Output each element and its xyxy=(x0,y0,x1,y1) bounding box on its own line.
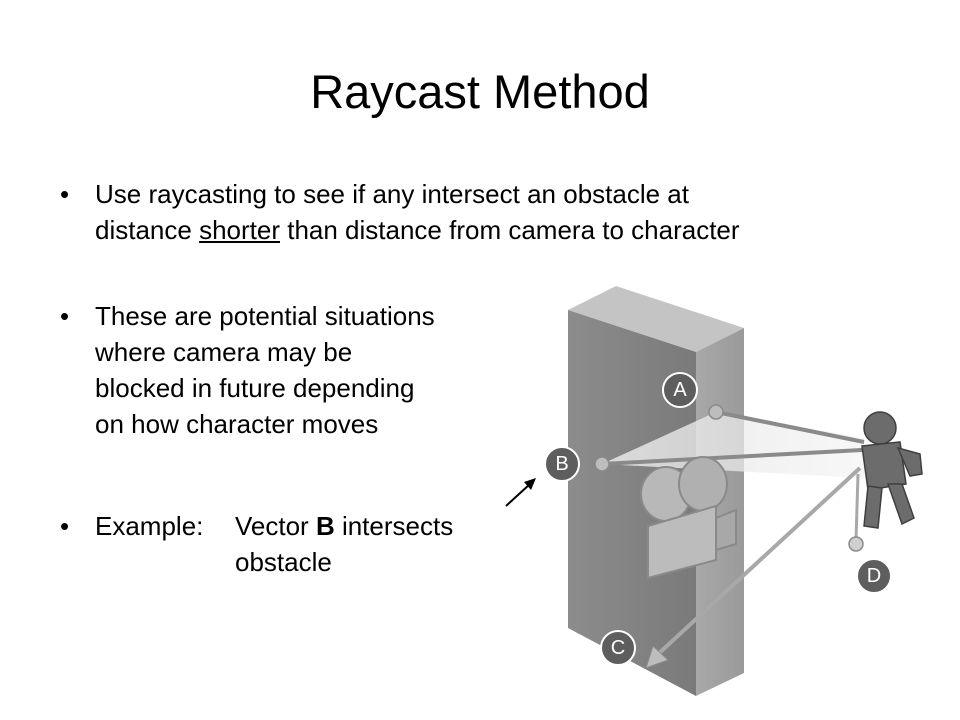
marker-c: C xyxy=(600,630,636,666)
camera-body xyxy=(647,504,717,580)
annotation-arrow-shaft xyxy=(505,483,531,507)
ray-d xyxy=(854,473,860,541)
marker-d-label: D xyxy=(867,565,881,587)
marker-a-label: A xyxy=(673,379,687,401)
bullet-line: Use raycasting to see if any intersect a… xyxy=(95,179,689,209)
example-body: Vector B intersects obstacle xyxy=(235,508,535,580)
wall-side xyxy=(568,310,696,696)
text-run: Vector xyxy=(235,511,316,541)
character-leg-left xyxy=(863,485,883,529)
ray-a xyxy=(715,410,865,444)
marker-c-badge xyxy=(600,630,636,666)
marker-c-label: C xyxy=(611,637,625,659)
vector-b-label: B xyxy=(315,511,335,541)
camera-icon xyxy=(640,456,737,580)
bullet-marker: • xyxy=(60,179,70,209)
marker-a: A xyxy=(662,372,698,408)
annotation-arrow-head xyxy=(524,478,536,490)
bullet-potential-situations: • These are potential situations where c… xyxy=(60,298,530,458)
character-leg-right xyxy=(886,483,915,526)
character-head xyxy=(863,411,897,445)
text-run: distance xyxy=(95,215,200,245)
bullet-line: obstacle xyxy=(235,547,332,577)
marker-a-badge xyxy=(662,372,698,408)
bullet-marker: • xyxy=(60,511,70,541)
bullet-raycasting: • Use raycasting to see if any intersect… xyxy=(60,176,920,256)
ray-b xyxy=(601,448,863,466)
marker-d: D xyxy=(856,558,892,594)
camera-reel-right xyxy=(678,456,728,512)
marker-b: B xyxy=(544,446,580,482)
camera-lens xyxy=(715,508,737,552)
ray-b-endpoint xyxy=(594,456,610,472)
bullet-line: Vector B intersects xyxy=(235,508,535,544)
character-arm xyxy=(896,446,923,477)
marker-b-badge xyxy=(544,446,580,482)
raycast-illustration: A B C D xyxy=(505,286,923,696)
character-figure xyxy=(861,411,923,529)
bullet-line: on how character moves xyxy=(95,409,379,439)
ray-d-endpoint xyxy=(848,536,864,552)
bullet-text: These are potential situations where cam… xyxy=(95,298,535,442)
bullet-example: • Example: Vector B intersects obstacle xyxy=(60,508,530,588)
example-label: Example: xyxy=(95,511,204,541)
ray-c xyxy=(654,466,862,658)
bullet-text: Use raycasting to see if any intersect a… xyxy=(95,176,915,248)
wall-top xyxy=(568,286,744,352)
marker-b-label: B xyxy=(555,453,568,475)
text-run: than distance from camera to character xyxy=(280,215,740,245)
slide-title: Raycast Method xyxy=(310,65,650,118)
bullet-line: distance shorter than distance from came… xyxy=(95,212,915,248)
text-run: intersects xyxy=(334,511,454,541)
annotation-arrow xyxy=(505,478,536,507)
bullet-marker: • xyxy=(60,301,70,331)
ray-a-endpoint xyxy=(708,404,724,420)
ray-c-arrowhead xyxy=(645,645,669,669)
bullet-line: These are potential situations xyxy=(95,301,435,331)
underlined-word: shorter xyxy=(199,215,280,245)
bullet-line: blocked in future depending xyxy=(95,373,415,403)
character-torso xyxy=(861,441,907,491)
bullet-line: where camera may be xyxy=(95,337,353,367)
marker-d-badge xyxy=(856,558,892,594)
